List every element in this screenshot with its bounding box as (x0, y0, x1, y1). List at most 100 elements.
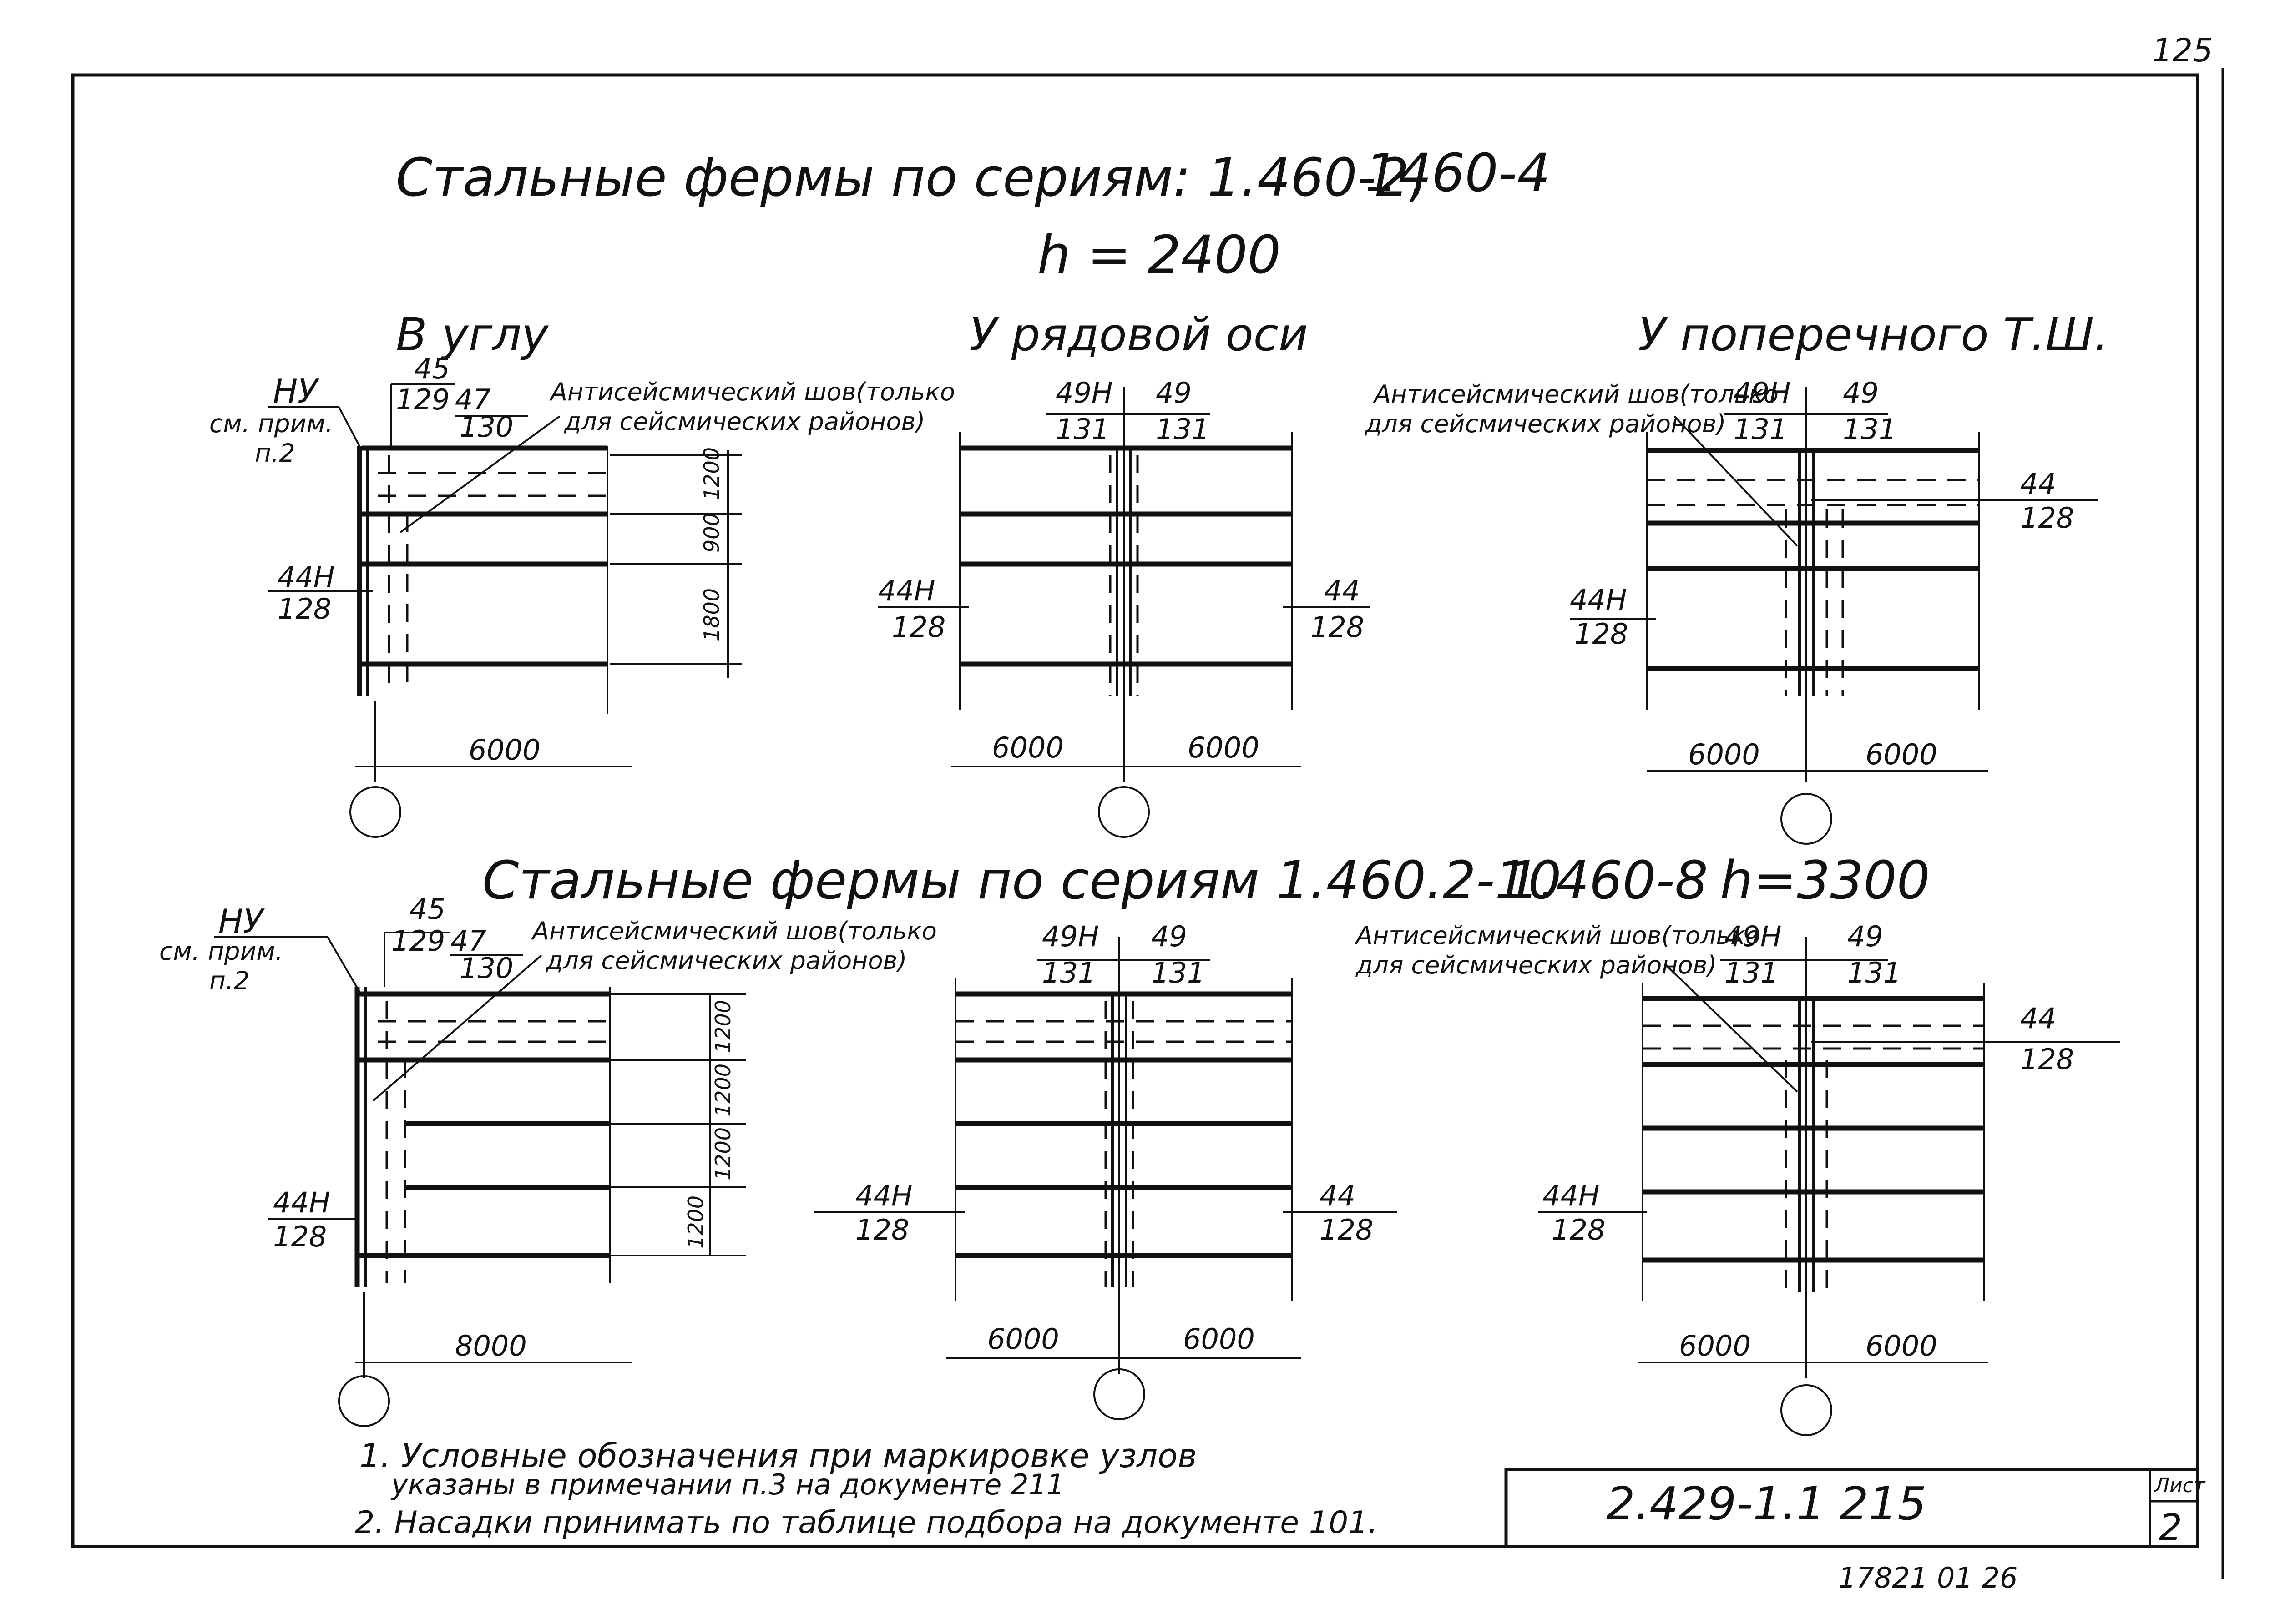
mark-131b-top-mid: 131 (1156, 413, 1209, 446)
mark-44-bottom-mid: 44 (1320, 1179, 1355, 1212)
span-6000a-bottom-right: 6000 (1679, 1329, 1751, 1362)
mark-128a-top-right: 128 (2020, 501, 2074, 535)
seismic-b-top-left: для сейсмических районов) (564, 407, 925, 436)
outer-frame (71, 73, 2199, 1548)
dim-1200a-bottom: 1200 (711, 1000, 735, 1053)
doc-code: 2.429-1.1 215 (1606, 1477, 1926, 1530)
mark-128-top-left: 128 (278, 592, 331, 625)
note-1b: указаны в примечании п.3 на документе 21… (390, 1468, 1064, 1501)
span-6000a-top-right: 6000 (1688, 738, 1760, 771)
seismic-a-top-left: Антисейсмический шов(только (549, 378, 955, 406)
mark-128a-top-mid: 128 (892, 610, 945, 644)
mark-128a-bottom-mid: 128 (855, 1213, 909, 1246)
mark-131b-bottom-right: 131 (1847, 956, 1901, 989)
seismic-a-bottom-left: Антисейсмический шов(только (531, 917, 937, 945)
mark-130-top: 130 (460, 410, 513, 444)
note-2: 2. Насадки принимать по таблице подбора … (355, 1505, 1378, 1541)
mark-131a-bottom-mid: 131 (1042, 956, 1096, 989)
seismic-b-top-right: для сейсмических районов) (1365, 409, 1726, 438)
mark-128b-top-mid: 128 (1310, 610, 1364, 644)
detail-row-axis-bottom (814, 937, 1397, 1420)
mark-49h-bottom-mid: 49Н (1042, 920, 1099, 953)
mark-47-bottom: 47 (450, 924, 486, 958)
mark-44h-top-left: 44Н (278, 560, 335, 594)
mark-128a-bottom-right: 128 (2020, 1043, 2074, 1076)
mark-131a-top-mid: 131 (1056, 413, 1109, 446)
span-6000a-top-mid: 6000 (992, 731, 1064, 764)
top-header-title: Стальные фермы по сериям: 1.460-2, (396, 147, 1426, 208)
span-6000a-bottom-mid: 6000 (987, 1322, 1059, 1356)
sheet-label: Лист (2154, 1474, 2206, 1497)
mark-44h-bottom-mid: 44Н (855, 1179, 913, 1212)
seismic-a-top-right: Антисейсмический шов(только (1373, 380, 1779, 409)
footer-stamp: 17821 01 26 (1838, 1561, 2017, 1594)
dim-900-top: 900 (699, 513, 724, 553)
mark-129-bottom: 129 (391, 924, 445, 958)
mark-131a-top-right: 131 (1734, 413, 1787, 446)
seismic-b-bottom-left: для сейсмических районов) (546, 946, 907, 975)
span-6000b-bottom-mid: 6000 (1183, 1322, 1255, 1356)
bottom-header-height: h=3300 (1720, 850, 1930, 911)
dim-1200b-bottom: 1200 (711, 1064, 735, 1117)
mark-44h-top-right: 44Н (1570, 583, 1627, 616)
title-block (1504, 1468, 2199, 1548)
mark-44h-top-mid: 44Н (878, 574, 935, 607)
nu-note-a-top: см. прим. (209, 409, 333, 438)
mark-128b-top-right: 128 (1574, 617, 1628, 651)
dim-1200c-bottom: 1200 (711, 1127, 735, 1180)
detail-corner-top (268, 383, 742, 838)
mark-49-bottom-mid: 49 (1151, 920, 1187, 953)
span-6000b-top-mid: 6000 (1188, 731, 1259, 764)
top-header-height: h = 2400 (1037, 225, 1281, 286)
detail-transverse-bottom (1538, 937, 2120, 1436)
mark-44-top-mid: 44 (1324, 574, 1360, 607)
span-6000-top-left: 6000 (469, 733, 541, 767)
nu-label-top: НУ (273, 372, 319, 410)
page-number: 125 (2152, 32, 2213, 69)
mark-128b-bottom-right: 128 (1552, 1213, 1605, 1246)
mark-45-top: 45 (414, 352, 450, 385)
detail-transverse-top (1570, 387, 2098, 845)
mark-49h-bottom-right: 49Н (1724, 920, 1782, 953)
mark-44-bottom-right: 44 (2020, 1002, 2056, 1035)
nu-label-bottom: НУ (218, 902, 265, 940)
mark-131b-top-right: 131 (1843, 413, 1896, 446)
mark-44-top-right: 44 (2020, 467, 2056, 500)
detail-corner-bottom (214, 932, 746, 1427)
mark-44h-bottom-right: 44Н (1542, 1179, 1600, 1212)
mark-49-top-right: 49 (1843, 376, 1879, 409)
dim-1200d-bottom: 1200 (683, 1195, 708, 1249)
mark-49h-top-mid: 49Н (1056, 376, 1113, 409)
detail-row-axis-top (878, 387, 1370, 838)
nu-note-b-top: п.2 (255, 439, 295, 468)
mark-49-top-mid: 49 (1156, 376, 1192, 409)
nu-note-a-bottom: см. прим. (159, 937, 283, 966)
mark-44h-bottom-left: 44Н (273, 1186, 330, 1219)
section-title-transverse: У поперечного Т.Ш. (1638, 308, 2108, 361)
dim-1800-top: 1800 (699, 588, 724, 641)
mark-129-top: 129 (396, 383, 450, 416)
mark-128b-bottom-mid: 128 (1320, 1213, 1373, 1246)
mark-128-bottom-left: 128 (273, 1220, 327, 1253)
mark-49-bottom-right: 49 (1847, 920, 1883, 953)
seismic-a-bottom-right: Антисейсмический шов(только (1355, 921, 1760, 950)
mark-49h-top-right: 49Н (1734, 376, 1791, 409)
dim-1200-top: 1200 (699, 447, 724, 500)
span-6000b-top-right: 6000 (1866, 738, 1937, 771)
mark-131a-bottom-right: 131 (1724, 956, 1778, 989)
bottom-header-series2: 1.460-8 (1506, 850, 1708, 911)
bottom-header-title: Стальные фермы по сериям 1.460.2-10 (482, 850, 1562, 911)
sheet-number: 2 (2159, 1506, 2182, 1548)
span-8000-bottom-left: 8000 (455, 1329, 527, 1362)
section-title-corner: В углу (396, 308, 549, 361)
mark-45-bottom: 45 (410, 893, 445, 926)
nu-note-b-bottom: п.2 (209, 966, 249, 995)
section-title-row-axis: У рядовой оси (969, 308, 1308, 361)
mark-47-top: 47 (455, 383, 491, 416)
mark-130-bottom: 130 (460, 952, 513, 985)
span-6000b-bottom-right: 6000 (1866, 1329, 1937, 1362)
seismic-b-bottom-right: для сейсмических районов) (1355, 951, 1717, 979)
top-header-series2: 1460-4 (1365, 143, 1550, 204)
